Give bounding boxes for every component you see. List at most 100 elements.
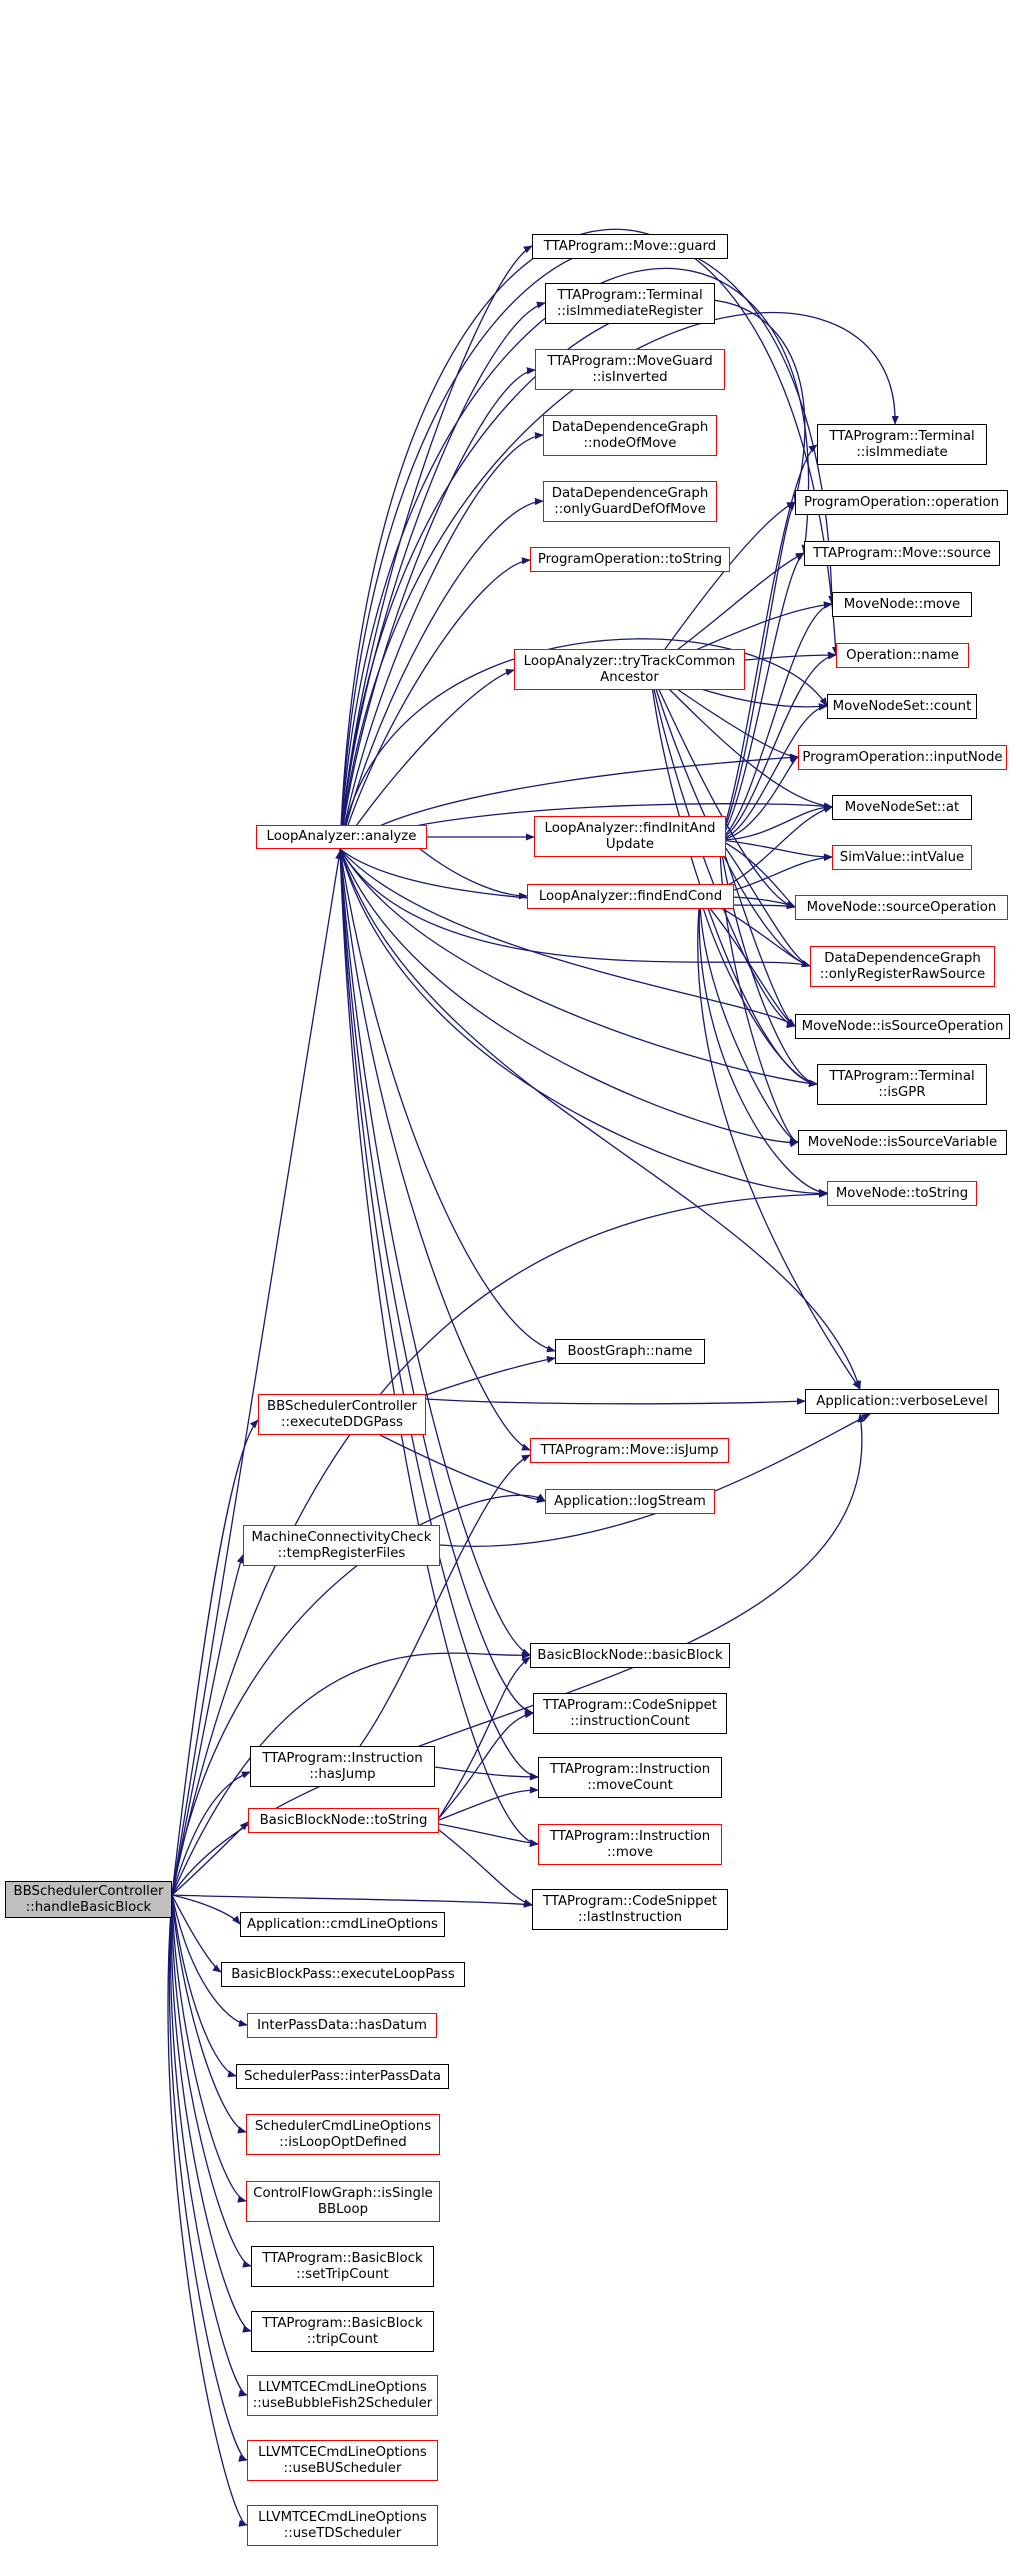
node-movenodeset-count[interactable]: MoveNodeSet::count (827, 694, 977, 719)
node-ttaprogram-instruction-hasjump[interactable]: TTAProgram::Instruction::hasJump (250, 1746, 435, 1787)
node-label: ::useBUScheduler (283, 2460, 402, 2476)
node-ttaprogram-move-guard[interactable]: TTAProgram::Move::guard (532, 234, 728, 259)
node-label: SchedulerPass::interPassData (243, 2068, 442, 2084)
call-edge (438, 1786, 539, 1821)
call-edge (339, 432, 544, 850)
node-movenode-issourcevariable[interactable]: MoveNode::isSourceVariable (798, 1130, 1007, 1155)
node-ttaprogram-move-source[interactable]: TTAProgram::Move::source (804, 541, 1000, 566)
node-label: ::hasJump (309, 1766, 376, 1782)
call-edge (171, 1419, 259, 1896)
node-ttaprogram-instruction-movecount[interactable]: TTAProgram::Instruction::moveCount (538, 1757, 722, 1798)
node-label: MachineConnectivityCheck (251, 1529, 432, 1545)
node-movenode-move[interactable]: MoveNode::move (832, 592, 972, 617)
node-ttaprogram-move-isjump[interactable]: TTAProgram::Move::isJump (530, 1438, 729, 1463)
call-edge (169, 1894, 248, 2397)
call-edge (171, 1894, 248, 2027)
node-schedulercmdlineoptions-isloopoptdefined[interactable]: SchedulerCmdLineOptions::isLoopOptDefine… (246, 2114, 440, 2155)
node-llvmtce-usetdscheduler[interactable]: LLVMTCECmdLineOptions::useTDScheduler (247, 2505, 438, 2546)
node-label: TTAProgram::Instruction (262, 1750, 423, 1766)
node-basicblocknode-tostring[interactable]: BasicBlockNode::toString (248, 1808, 439, 1833)
node-label: MoveNode::sourceOperation (806, 899, 997, 915)
call-edge (719, 444, 818, 841)
node-application-cmdlineoptions[interactable]: Application::cmdLineOptions (240, 1912, 445, 1937)
node-loopanalyzer-findendcond[interactable]: LoopAnalyzer::findEndCond (527, 884, 734, 909)
node-datadependencegraph-onlyguarddefofmove[interactable]: DataDependenceGraph::onlyGuardDefOfMove (543, 481, 717, 522)
call-edge (719, 601, 833, 841)
node-datadependencegraph-onlyregisterrawsource[interactable]: DataDependenceGraph::onlyRegisterRawSour… (810, 946, 995, 987)
call-edge (171, 1894, 247, 2134)
node-ttaprogram-basicblock-tripcount[interactable]: TTAProgram::BasicBlock::tripCount (251, 2311, 434, 2352)
call-edge (339, 848, 539, 1780)
node-label: ProgramOperation::toString (537, 551, 723, 567)
call-edge (438, 1829, 533, 1906)
node-boostgraph-name[interactable]: BoostGraph::name (555, 1339, 705, 1364)
node-ttaprogram-terminal-isimmediate[interactable]: TTAProgram::Terminal::isImmediate (817, 424, 987, 465)
node-ttaprogram-terminal-isgpr[interactable]: TTAProgram::Terminal::isGPR (817, 1064, 987, 1105)
node-label: TTAProgram::BasicBlock (262, 2315, 423, 2331)
node-programoperation-operation[interactable]: ProgramOperation::operation (795, 490, 1008, 515)
call-edge (719, 552, 805, 841)
node-programoperation-tostring[interactable]: ProgramOperation::toString (530, 547, 730, 572)
node-label: SimValue::intValue (839, 849, 965, 865)
node-label: BBLoop (317, 2201, 369, 2217)
call-edge (439, 1413, 871, 1547)
call-edge (339, 245, 533, 850)
node-programoperation-inputnode[interactable]: ProgramOperation::inputNode (798, 745, 1007, 770)
call-edge (171, 1894, 237, 2078)
call-edge (719, 501, 796, 841)
node-simvalue-intvalue[interactable]: SimValue::intValue (832, 845, 972, 870)
node-llvmtce-usebuscheduler[interactable]: LLVMTCECmdLineOptions::useBUScheduler (247, 2440, 438, 2481)
call-edge (339, 848, 531, 1656)
call-edge (171, 1190, 828, 1896)
node-schedulerpass-interpassdata[interactable]: SchedulerPass::interPassData (236, 2064, 449, 2089)
call-edge (438, 1823, 539, 1847)
node-ttaprogram-codesnippet-lastinstruction[interactable]: TTAProgram::CodeSnippet::lastInstruction (532, 1889, 728, 1930)
node-movenode-issourceoperation[interactable]: MoveNode::isSourceOperation (795, 1014, 1010, 1039)
node-label: BasicBlockNode::basicBlock (537, 1647, 723, 1663)
call-edge (339, 497, 544, 850)
call-edge (425, 1356, 556, 1396)
node-loopanalyzer-analyze[interactable]: LoopAnalyzer::analyze (256, 825, 427, 849)
node-label: Ancestor (600, 669, 659, 685)
call-edge (339, 848, 539, 1848)
node-movenodeset-at[interactable]: MoveNodeSet::at (832, 795, 972, 820)
node-movenode-sourceoperation[interactable]: MoveNode::sourceOperation (795, 895, 1008, 920)
node-llvmtce-usebubblefish2scheduler[interactable]: LLVMTCECmdLineOptions::useBubbleFish2Sch… (247, 2375, 438, 2416)
node-label: TTAProgram::Instruction (549, 1761, 711, 1777)
node-ttaprogram-instruction-move[interactable]: TTAProgram::Instruction::move (538, 1824, 722, 1865)
node-machineconnectivitycheck-tempregisterfiles[interactable]: MachineConnectivityCheck::tempRegisterFi… (243, 1525, 440, 1566)
node-application-verboselevel[interactable]: Application::verboseLevel (805, 1389, 999, 1414)
call-edge (171, 1651, 531, 1896)
call-edge (339, 557, 531, 850)
node-basicblockpass-executelooppass[interactable]: BasicBlockPass::executeLoopPass (221, 1962, 465, 1987)
node-label: ::isLoopOptDefined (279, 2134, 407, 2150)
node-label: TTAProgram::Terminal (557, 287, 703, 303)
node-ttaprogram-basicblock-settripcount[interactable]: TTAProgram::BasicBlock::setTripCount (251, 2246, 434, 2287)
node-label: ::tripCount (306, 2331, 379, 2347)
node-label: MoveNodeSet::at (844, 799, 960, 815)
node-label: ::isImmediateRegister (556, 303, 703, 319)
node-label: DataDependenceGraph (551, 419, 709, 435)
node-bbscheduler-executeddgpass[interactable]: BBSchedulerController::executeDDGPass (258, 1394, 426, 1435)
node-interpassdata-hasdatum[interactable]: InterPassData::hasDatum (247, 2013, 437, 2038)
node-ttaprogram-terminal-isimmediateregister[interactable]: TTAProgram::Terminal::isImmediateRegiste… (545, 283, 715, 324)
node-label: ::isGPR (878, 1084, 926, 1100)
node-bbscheduler-handlebasicblock[interactable]: BBSchedulerController::handleBasicBlock (5, 1881, 172, 1918)
call-edge (339, 848, 818, 1088)
node-movenode-tostring[interactable]: MoveNode::toString (827, 1181, 977, 1206)
node-ttaprogram-moveguard-isinverted[interactable]: TTAProgram::MoveGuard::isInverted (535, 349, 725, 390)
node-operation-name[interactable]: Operation::name (836, 643, 969, 668)
call-edge (339, 311, 899, 850)
call-edge (339, 668, 515, 850)
node-datadependencegraph-nodeofmove[interactable]: DataDependenceGraph::nodeOfMove (543, 415, 717, 456)
node-basicblocknode-basicblock[interactable]: BasicBlockNode::basicBlock (530, 1643, 730, 1668)
node-application-logstream[interactable]: Application::logStream (545, 1489, 715, 1514)
node-label: LoopAnalyzer::findEndCond (538, 888, 723, 904)
node-label: MoveNode::isSourceOperation (801, 1018, 1004, 1034)
node-ttaprogram-codesnippet-instructioncount[interactable]: TTAProgram::CodeSnippet::instructionCoun… (533, 1693, 727, 1734)
node-label: BBSchedulerController (13, 1883, 164, 1899)
call-edge (719, 703, 828, 841)
